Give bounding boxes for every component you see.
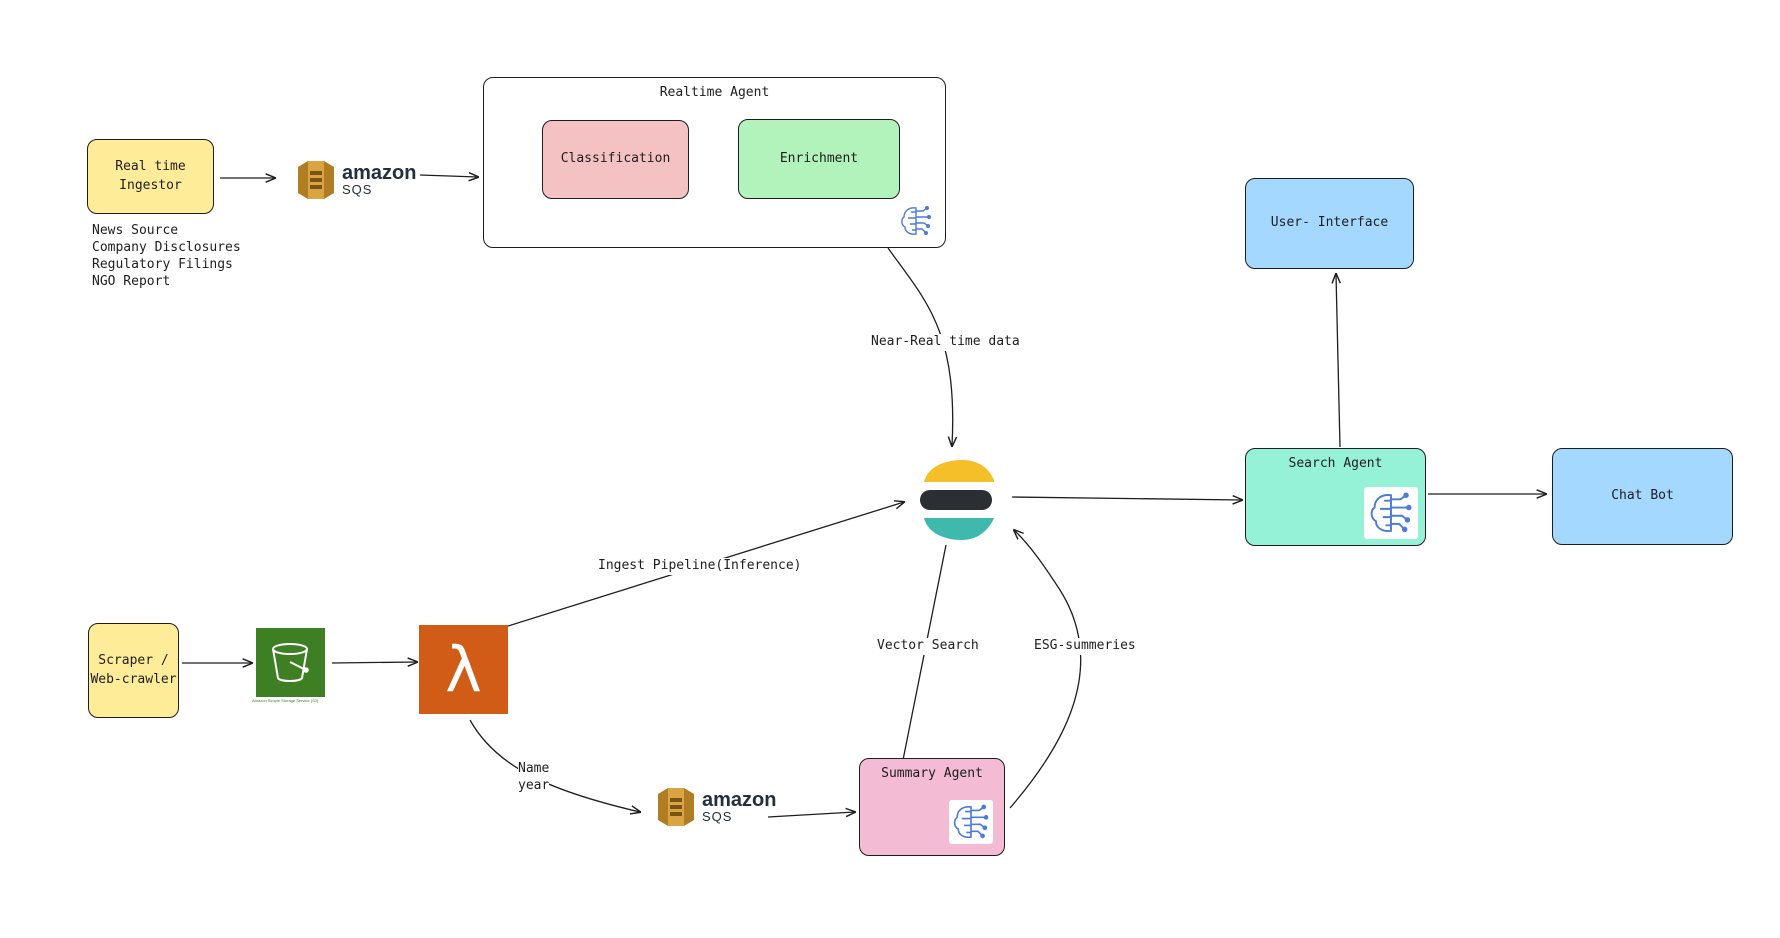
source-list: News Source Company Disclosures Regulato… [92, 222, 241, 290]
edge-summary-to-elastic [1009, 530, 1082, 809]
s3-bucket-icon [272, 643, 309, 682]
ai-brain-icon [897, 202, 935, 240]
source-item: NGO Report [92, 274, 171, 289]
ai-brain-icon [1364, 487, 1418, 539]
sqs-brand: amazon [342, 162, 417, 184]
source-item: Regulatory Filings [92, 257, 233, 272]
lambda-icon: λ [445, 633, 482, 706]
sqs-service: SQS [702, 809, 733, 824]
sqs-icon [298, 161, 334, 199]
edge-sqs-to-realtime-agent [419, 175, 478, 177]
realtime-ingestor-node[interactable]: Real time Ingestor [87, 139, 214, 214]
sqs-brand: amazon [702, 789, 777, 811]
classification-node[interactable]: Classification [542, 120, 689, 199]
edge-realtime-to-elastic [887, 247, 953, 446]
scraper-node[interactable]: Scraper / Web-crawler [88, 623, 179, 718]
search-agent-title: Search Agent [1288, 456, 1383, 471]
summary-agent-title: Summary Agent [881, 766, 983, 781]
edge-sqs-to-summary [767, 812, 855, 818]
sqs-service: SQS [342, 182, 373, 197]
sqs-bottom-node[interactable]: amazon SQS [656, 784, 776, 830]
sqs-top-node[interactable]: amazon SQS [296, 157, 416, 203]
edge-label-name-year: Name year [518, 761, 550, 795]
sqs-icon [658, 788, 694, 826]
edge-elastic-to-search-agent [1011, 497, 1242, 500]
source-item: Company Disclosures [92, 240, 241, 255]
ai-brain-icon [949, 800, 993, 844]
edge-label-ingest-pipeline: Ingest Pipeline(Inference) [598, 558, 802, 575]
chat-bot-node[interactable]: Chat Bot [1552, 448, 1733, 545]
edge-s3-to-lambda [331, 662, 417, 663]
edge-search-to-ui [1336, 274, 1340, 448]
s3-caption: Amazon Simple Storage Service (S3) [252, 698, 319, 703]
elasticsearch-icon[interactable] [918, 458, 998, 542]
edge-label-vector-search: Vector Search [877, 638, 979, 655]
user-interface-node[interactable]: User- Interface [1245, 178, 1414, 269]
edge-lambda-to-sqs [469, 719, 640, 812]
enrichment-node[interactable]: Enrichment [738, 119, 900, 199]
source-item: News Source [92, 223, 179, 238]
s3-node[interactable]: Amazon Simple Storage Service (S3) [252, 628, 325, 706]
lambda-node[interactable]: λ [419, 625, 508, 714]
edge-label-esg-summaries: ESG-summeries [1034, 638, 1136, 655]
realtime-agent-title: Realtime Agent [659, 85, 770, 100]
edge-label-near-real-time: Near-Real time data [871, 334, 1020, 351]
